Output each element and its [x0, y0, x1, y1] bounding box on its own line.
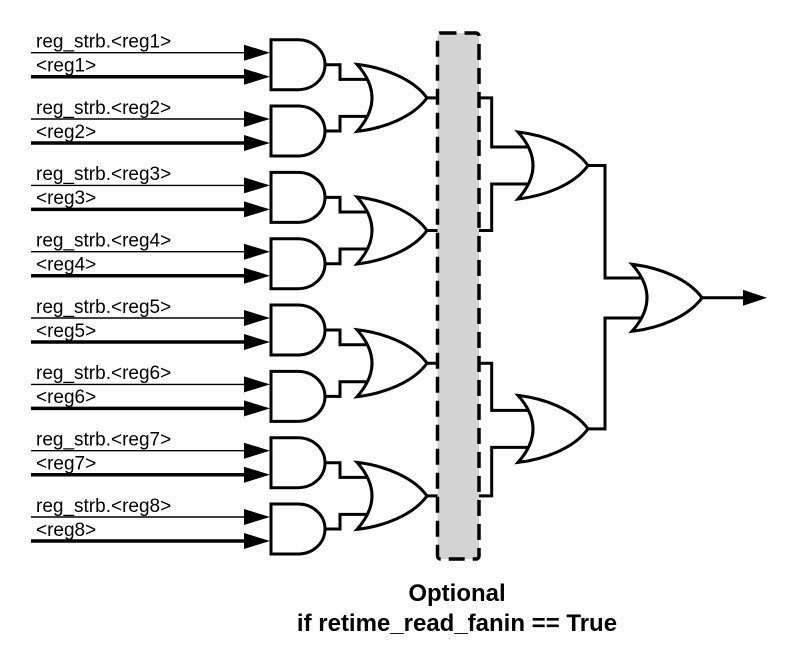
and-gate-6 — [269, 369, 327, 423]
wire-and8-or — [325, 512, 370, 531]
value-label-5: <reg5> — [36, 321, 96, 342]
optional-caption: Optional if retime_read_fanin == True — [297, 580, 617, 637]
strobe-label-6: reg_strb.<reg6> — [36, 363, 171, 384]
input-arrowhead-icon — [244, 442, 270, 459]
input-arrowhead-icon — [244, 334, 270, 350]
input-labels: reg_strb.<reg1> <reg1> reg_strb.<reg2> <… — [36, 32, 171, 541]
input-arrowhead-icon — [244, 243, 270, 260]
wire-and7-or — [325, 461, 370, 479]
or-gate-final — [630, 262, 704, 333]
strobe-label-3: reg_strb.<reg3> — [36, 164, 171, 185]
input-arrowhead-icon — [244, 310, 270, 326]
wire-and3-or — [325, 195, 370, 214]
strobe-label-5: reg_strb.<reg5> — [36, 297, 171, 318]
wire-and1-or — [325, 63, 370, 81]
wire-and4-or — [325, 247, 370, 266]
input-arrowhead-icon — [244, 509, 270, 525]
value-label-2: <reg2> — [36, 122, 96, 143]
or-gate-l2-3 — [355, 328, 429, 399]
output-arrowhead-icon — [743, 289, 767, 306]
strobe-label-7: reg_strb.<reg7> — [36, 430, 171, 451]
optional-caption-line2: if retime_read_fanin == True — [297, 610, 617, 637]
input-arrowhead-icon — [244, 201, 270, 218]
or-gate-l3-bottom — [516, 393, 590, 464]
input-arrowhead-icon — [244, 177, 270, 194]
input-arrowhead-icon — [244, 111, 270, 127]
and-to-or-wires — [325, 63, 370, 531]
strobe-label-2: reg_strb.<reg2> — [36, 98, 171, 119]
value-label-8: <reg8> — [36, 520, 96, 541]
input-arrowhead-icon — [244, 400, 270, 417]
wire-and5-or — [325, 328, 370, 347]
input-arrowhead-icon — [244, 44, 270, 61]
or-gate-l3-top — [516, 130, 590, 201]
value-label-3: <reg3> — [36, 188, 96, 209]
optional-caption-line1: Optional — [408, 580, 505, 607]
and-gate-1 — [269, 38, 327, 92]
optional-region-box — [435, 31, 481, 561]
strobe-label-1: reg_strb.<reg1> — [36, 32, 171, 53]
and-gate-2 — [269, 104, 327, 158]
and-gate-4 — [269, 237, 327, 291]
wire-and2-or — [325, 114, 370, 133]
strobe-label-8: reg_strb.<reg8> — [36, 496, 171, 517]
gates — [269, 38, 704, 556]
input-arrowhead-icon — [244, 376, 270, 393]
or-gate-l2-1 — [355, 62, 429, 133]
and-gate-3 — [269, 170, 327, 224]
input-wires — [31, 44, 270, 549]
or-gate-l2-4 — [355, 460, 429, 531]
value-label-4: <reg4> — [36, 255, 96, 276]
and-gate-8 — [269, 502, 327, 556]
or-gate-l2-2 — [355, 195, 429, 266]
input-arrowhead-icon — [244, 135, 270, 151]
or3-to-final-wires — [586, 164, 743, 431]
value-label-1: <reg1> — [36, 56, 96, 77]
input-arrowhead-icon — [244, 533, 270, 549]
wire-or3top-final — [586, 164, 647, 280]
input-arrowhead-icon — [244, 267, 270, 284]
input-arrowhead-icon — [244, 466, 270, 483]
value-label-7: <reg7> — [36, 454, 96, 475]
strobe-label-4: reg_strb.<reg4> — [36, 231, 171, 252]
and-gate-5 — [269, 303, 327, 357]
wire-or3bot-final — [586, 316, 647, 431]
and-gate-7 — [269, 436, 327, 490]
value-label-6: <reg6> — [36, 387, 96, 408]
input-arrowhead-icon — [244, 68, 270, 85]
wire-and6-or — [325, 380, 370, 398]
